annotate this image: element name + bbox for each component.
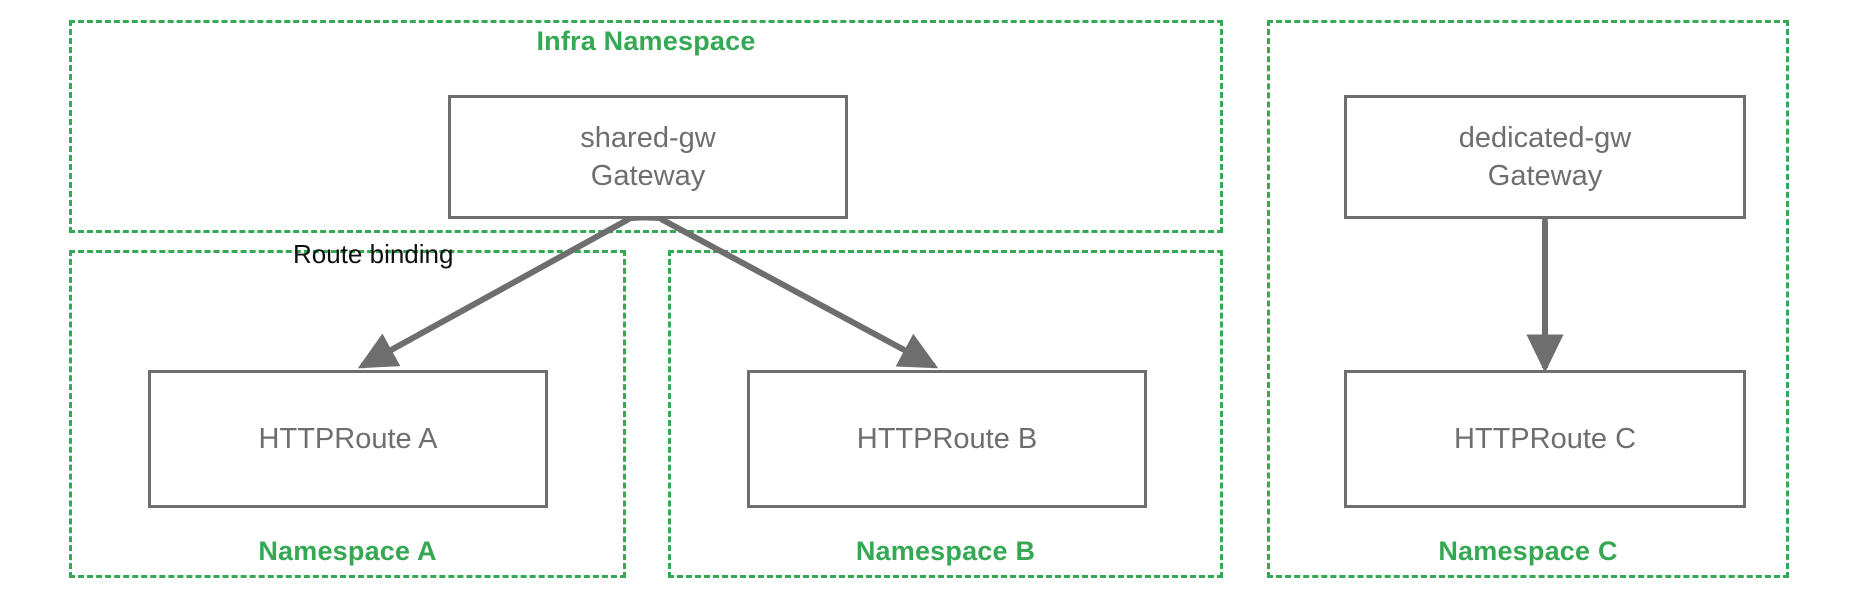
resource-name-dedicated-gw: dedicated-gw <box>1458 121 1632 154</box>
resource-box-dedicated-gw[interactable]: dedicated-gw Gateway <box>1344 95 1746 219</box>
namespace-label-infra: Infra Namespace <box>536 26 756 56</box>
resource-name-shared-gw: shared-gw <box>580 121 716 154</box>
resource-name-route-a: HTTPRoute A <box>258 422 438 455</box>
namespace-container-a <box>69 250 626 578</box>
namespace-label-c: Namespace C <box>1438 536 1618 566</box>
namespace-container-c <box>1267 20 1789 578</box>
resource-name-route-b: HTTPRoute B <box>856 422 1038 455</box>
resource-kind-dedicated-gw: Gateway <box>1487 160 1603 192</box>
resource-name-route-c: HTTPRoute C <box>1453 422 1637 455</box>
resource-box-route-a[interactable]: HTTPRoute A <box>148 370 548 508</box>
resource-kind-shared-gw: Gateway <box>590 160 706 192</box>
namespace-label-a: Namespace A <box>258 536 437 566</box>
resource-box-route-b[interactable]: HTTPRoute B <box>747 370 1147 508</box>
namespace-container-b <box>668 250 1223 578</box>
edge-label-route-binding: Route binding <box>293 239 454 269</box>
resource-box-shared-gw[interactable]: shared-gw Gateway <box>448 95 848 219</box>
resource-box-route-c[interactable]: HTTPRoute C <box>1344 370 1746 508</box>
namespace-label-b: Namespace B <box>855 536 1036 566</box>
